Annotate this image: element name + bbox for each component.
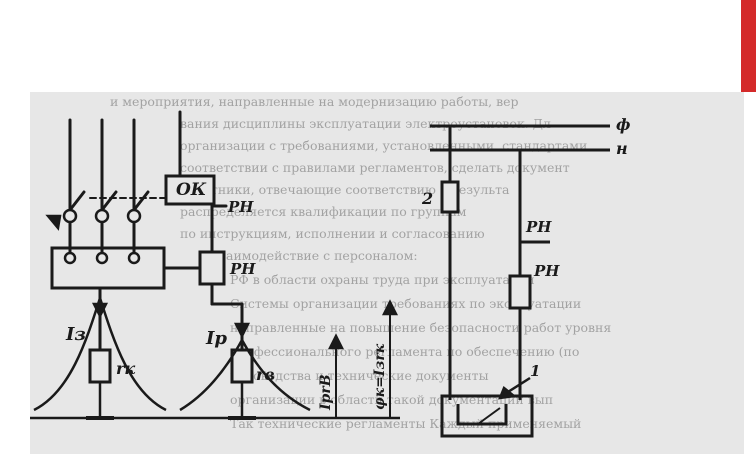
label-u-formula: IрrВ	[318, 374, 334, 411]
enclosure-terminal-a	[63, 251, 77, 265]
bg-text-line: соответствии с правилами регламентов, сд…	[180, 160, 570, 175]
label-rn-top: РН	[227, 198, 254, 216]
arrow-blade	[45, 214, 62, 231]
resistor-rv	[230, 348, 254, 384]
arrows	[45, 214, 399, 350]
label-rv: rв	[256, 365, 275, 384]
right-circuit	[430, 124, 610, 438]
relay-box	[198, 250, 226, 286]
label-rk: rк	[116, 359, 135, 378]
label-phi-formula: φк=Iзrк	[372, 343, 388, 410]
bg-text-line: Работники, отвечающие соответствию с рез…	[180, 182, 510, 197]
label-rn-right-1: РН	[525, 218, 552, 236]
equipment-enclosure-right	[440, 394, 534, 438]
arrow-iz-head	[91, 302, 109, 319]
arrow-ir-head	[233, 322, 251, 339]
ok-relay-box	[164, 174, 216, 206]
right-components	[440, 180, 532, 310]
bg-text-line: профессионального регламента по обеспече…	[230, 344, 579, 359]
label-rn-right-2: РН	[533, 262, 560, 280]
enclosure-terminal-c	[127, 251, 141, 265]
terminal-c	[126, 208, 142, 224]
label-rn-relay: РН	[229, 260, 256, 278]
label-fuse-num: 2	[421, 189, 433, 208]
terminal-a	[62, 208, 78, 224]
left-components	[88, 174, 254, 384]
bg-text-line: распределяется квалификации по группам	[180, 204, 467, 219]
bg-text-line: направленные на повышение безопасности р…	[230, 320, 611, 335]
label-ok: ОК	[176, 180, 207, 200]
right-arrows	[498, 376, 531, 400]
switch-blade-a	[68, 190, 86, 212]
arrow-u-up	[327, 333, 345, 350]
terminals	[62, 208, 142, 265]
accent-bar	[741, 0, 756, 92]
resistor-rk	[88, 348, 112, 384]
enclosure-terminal-b	[95, 251, 109, 265]
background-text: и мероприятия, направленные на модерниза…	[110, 94, 611, 431]
schematic-figure: и мероприятия, направленные на модерниза…	[30, 92, 744, 454]
arrow-phi-up	[381, 299, 399, 316]
coil	[456, 404, 508, 426]
label-num-1: 1	[530, 362, 540, 380]
bg-text-line: вания дисциплины эксплуатации электроуст…	[180, 116, 551, 131]
arrow-1-head	[498, 385, 518, 400]
bg-text-line: руководства и технические документы	[230, 368, 489, 383]
bg-text-line: Так технические регламенты Каждый примен…	[230, 416, 581, 431]
label-ir: Iр	[205, 328, 227, 349]
ground	[30, 382, 400, 420]
bg-text-line: Системы организации требованиях по экспл…	[230, 296, 581, 311]
potential-curve-v	[179, 337, 311, 412]
terminal-b	[94, 208, 110, 224]
schematic-svg: и мероприятия, направленные на модерниза…	[30, 94, 630, 438]
fault-mark	[477, 407, 501, 425]
left-circuit	[50, 110, 391, 419]
switch-blade-b	[100, 190, 118, 212]
bg-text-line: Взаимодействие с персоналом:	[210, 248, 418, 263]
bg-text-line: по инструкциям, исполнении и согласовани…	[180, 226, 485, 241]
bg-text-line: и мероприятия, направленные на модерниза…	[110, 94, 519, 109]
label-phase: ф	[616, 115, 630, 134]
label-iz: Iз	[65, 324, 86, 345]
label-neutral: н	[616, 139, 628, 158]
bg-text-line: РФ в области охраны труда при эксплуатац…	[230, 272, 535, 287]
arrow-1-shaft	[507, 376, 531, 394]
switch-blade-c	[132, 190, 150, 212]
fuse	[440, 180, 460, 214]
rn-relay-right	[508, 274, 532, 310]
